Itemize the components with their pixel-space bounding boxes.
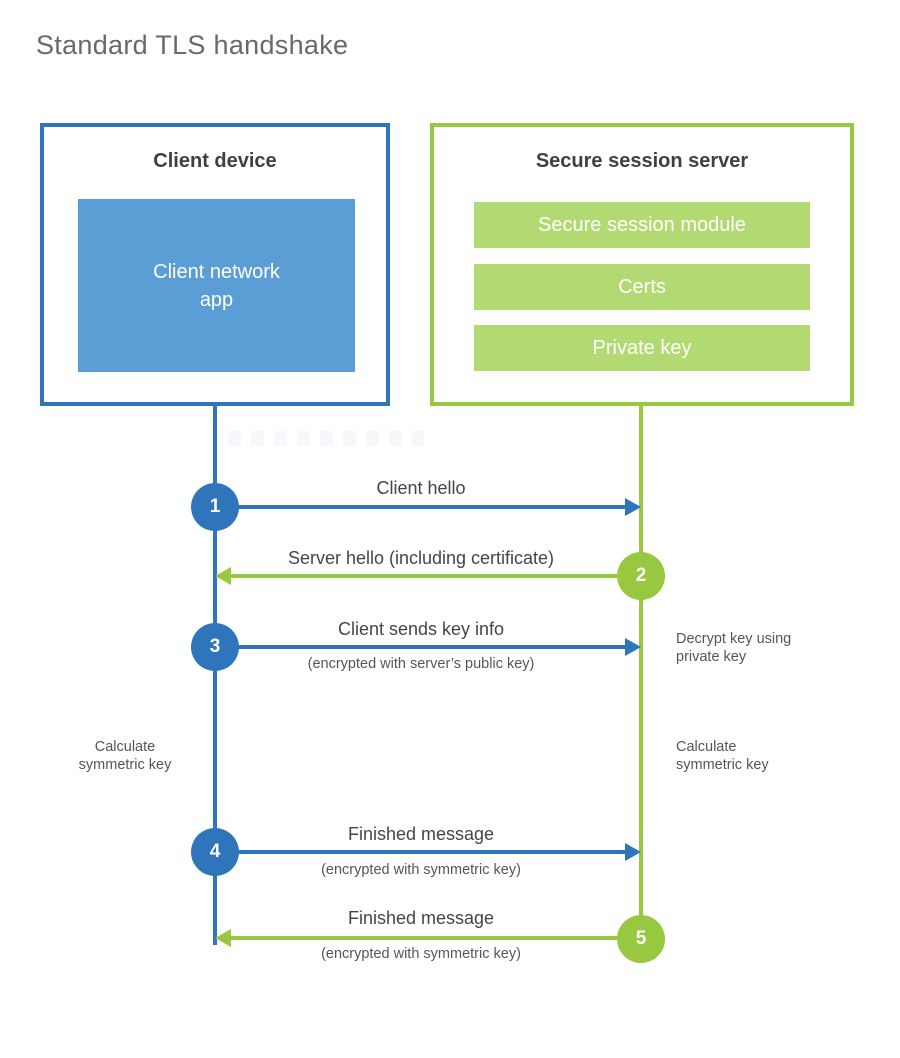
step-1-arrow — [215, 505, 627, 509]
page-title: Standard TLS handshake — [36, 30, 349, 60]
step-5-arrow — [231, 936, 641, 940]
step-5-message-sublabel: (encrypted with symmetric key) — [321, 946, 521, 962]
step-4-arrow — [215, 850, 627, 854]
step-number: 2 — [635, 565, 647, 586]
step-4-message-sublabel: (encrypted with symmetric key) — [321, 862, 521, 878]
module-bar-secure-session-module: Secure session module — [474, 202, 810, 248]
calculate-symmetric-key-note-client: Calculate symmetric key — [78, 739, 172, 773]
step-1-message-label: Client hello — [376, 478, 466, 498]
module-label: Certs — [618, 275, 666, 298]
arrow-right-icon — [625, 638, 641, 656]
arrow-right-icon — [625, 498, 641, 516]
step-5-message-label: Finished message — [347, 908, 495, 928]
step-3-message-label: Client sends key info — [337, 619, 505, 639]
decrypt-key-note: Decrypt key using private key — [676, 631, 792, 665]
secure-session-server-title: Secure session server — [535, 150, 749, 172]
arrow-right-icon — [625, 843, 641, 861]
faint-watermark-artifact — [228, 431, 424, 446]
client-network-app-label: Client network app — [153, 260, 280, 311]
server-lifeline — [639, 404, 643, 963]
step-number: 3 — [209, 636, 221, 657]
step-3-arrow — [215, 645, 627, 649]
module-bar-certs: Certs — [474, 264, 810, 310]
module-bar-private-key: Private key — [474, 325, 810, 371]
step-1-badge: 1 — [191, 483, 239, 531]
step-2-arrow — [231, 574, 641, 578]
step-3-badge: 3 — [191, 623, 239, 671]
client-device-title: Client device — [153, 150, 277, 172]
step-number: 4 — [209, 841, 221, 862]
step-number: 5 — [635, 928, 647, 949]
module-label: Secure session module — [538, 213, 746, 236]
arrow-left-icon — [215, 567, 231, 585]
step-3-message-sublabel: (encrypted with server’s public key) — [307, 656, 535, 672]
step-5-badge: 5 — [617, 915, 665, 963]
step-4-message-label: Finished message — [347, 824, 495, 844]
step-2-message-label: Server hello (including certificate) — [287, 548, 555, 568]
module-label: Private key — [592, 336, 692, 359]
step-2-badge: 2 — [617, 552, 665, 600]
client-lifeline — [213, 404, 217, 945]
step-4-badge: 4 — [191, 828, 239, 876]
calculate-symmetric-key-note-server: Calculate symmetric key — [676, 739, 769, 773]
step-number: 1 — [209, 496, 221, 517]
arrow-left-icon — [215, 929, 231, 947]
client-network-app-box: Client network app — [78, 199, 355, 372]
